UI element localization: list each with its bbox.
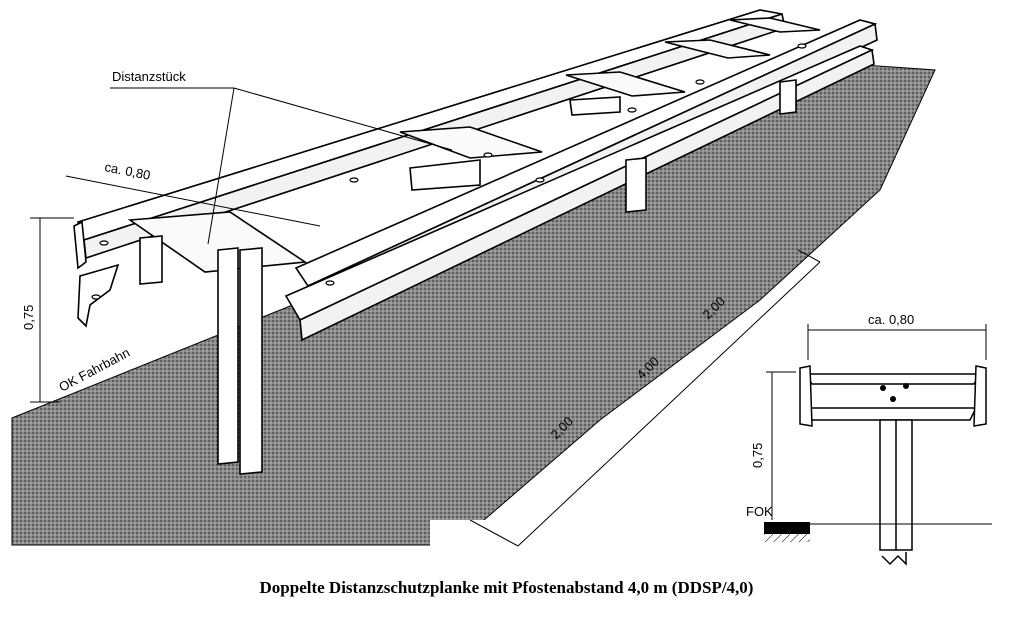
figure-caption: Doppelte Distanzschutzplanke mit Pfosten… [259, 578, 754, 597]
detail-fok-label: FOK [746, 504, 773, 519]
spacer-callout-lines [110, 87, 453, 245]
bolt-holes [91, 43, 807, 300]
spacer-label: Distanzstück [112, 69, 186, 84]
cross-section-detail: ca. 0,80 0,75 FOK [746, 312, 992, 566]
width-label: ca. 0,80 [103, 159, 151, 183]
guardrail-structure [73, 9, 878, 475]
dimension-lines [30, 175, 821, 547]
detail-width-label: ca. 0,80 [868, 312, 914, 327]
detail-height-label: 0,75 [750, 443, 765, 468]
height-label: 0,75 [21, 305, 36, 330]
